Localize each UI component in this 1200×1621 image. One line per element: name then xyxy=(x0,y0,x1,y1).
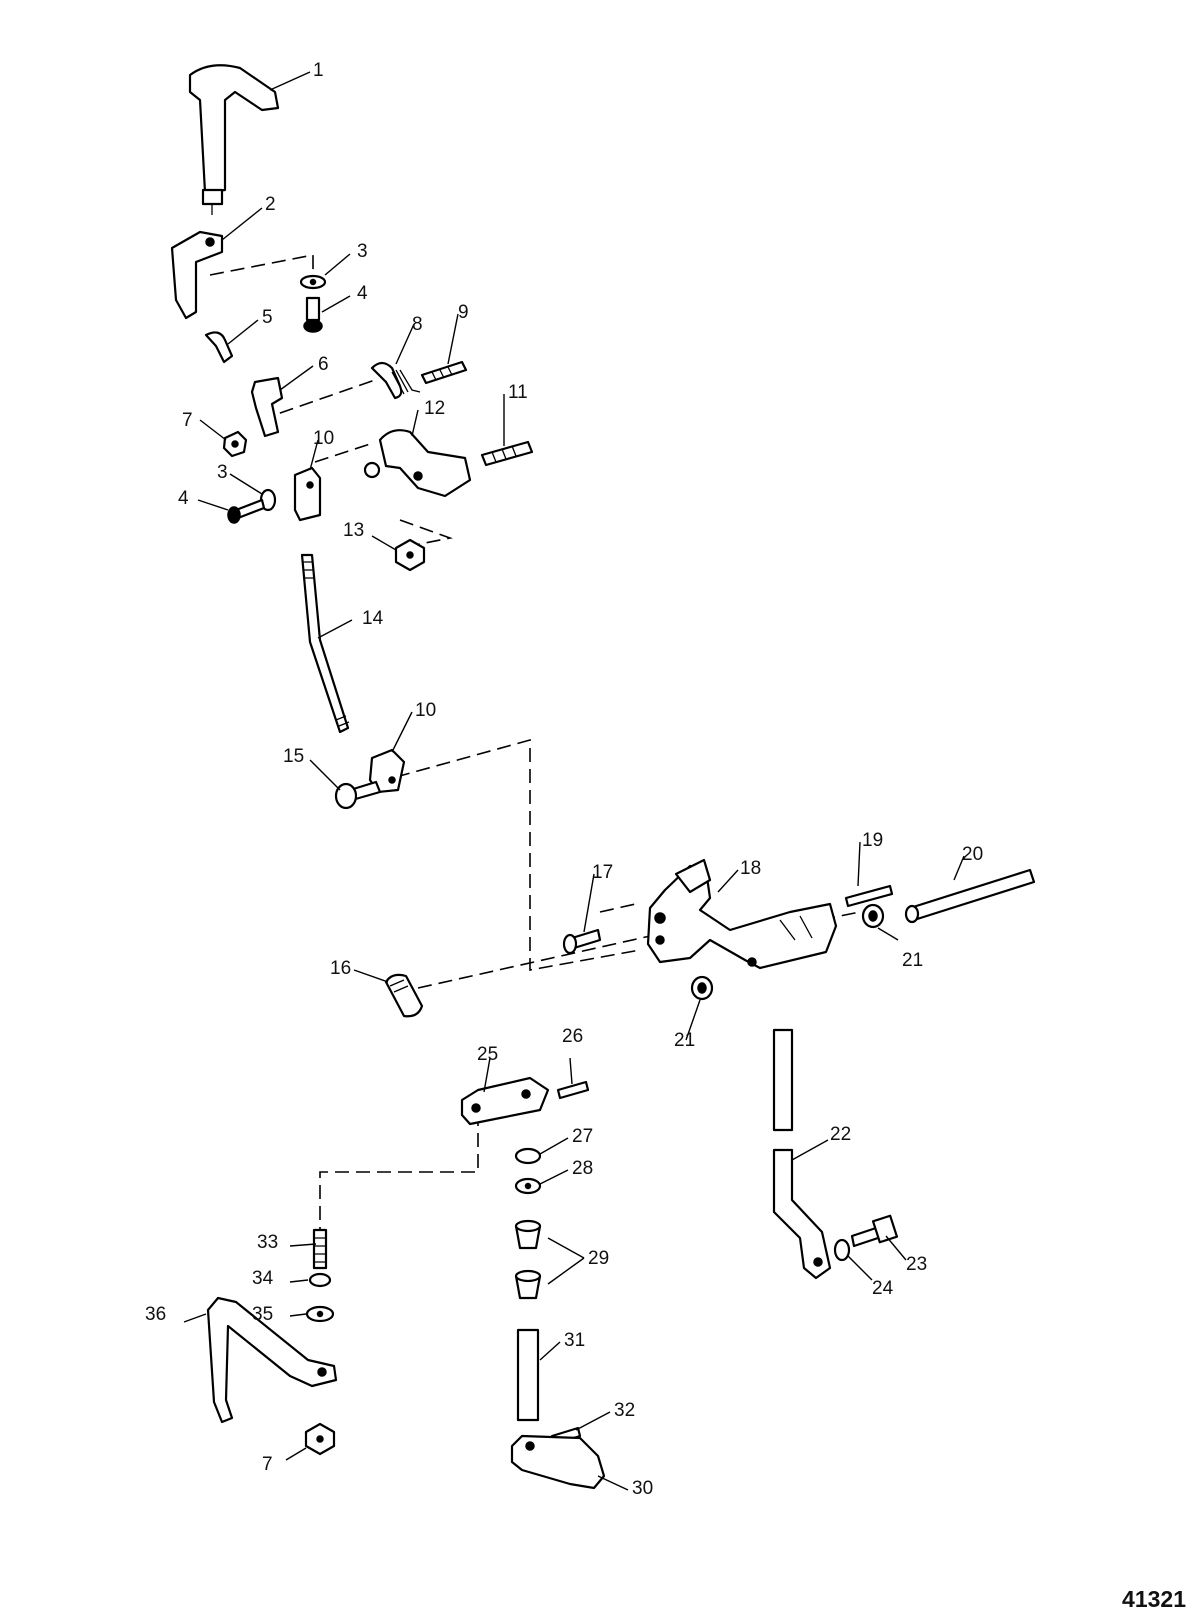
callout-29: 29 xyxy=(588,1248,609,1269)
part-31-shaft xyxy=(516,1328,540,1422)
callout-36: 36 xyxy=(145,1304,166,1325)
part-2-shift-lever xyxy=(170,230,224,320)
callout-17: 17 xyxy=(592,862,613,883)
part-24-washer xyxy=(833,1238,851,1262)
callout-28: 28 xyxy=(572,1158,593,1179)
callout-2: 2 xyxy=(265,194,276,215)
part-12-bellcrank xyxy=(363,429,472,498)
callout-10-upper: 10 xyxy=(313,428,334,449)
callout-4: 4 xyxy=(357,283,368,304)
callout-30: 30 xyxy=(632,1478,653,1499)
part-4-screw-upper xyxy=(303,296,323,333)
callout-21-lower: 21 xyxy=(674,1030,695,1051)
part-35-washer xyxy=(305,1305,335,1323)
callout-7-lower: 7 xyxy=(262,1454,273,1475)
callout-18: 18 xyxy=(740,858,761,879)
part-30-lever xyxy=(510,1434,606,1490)
callout-27: 27 xyxy=(572,1126,593,1147)
callout-4-left: 4 xyxy=(178,488,189,509)
callout-9: 9 xyxy=(458,302,469,323)
callout-15: 15 xyxy=(283,746,304,767)
part-14-shift-rod xyxy=(300,553,350,734)
callout-26: 26 xyxy=(562,1026,583,1047)
part-21-bushing-right xyxy=(861,903,885,929)
callout-3: 3 xyxy=(357,241,368,262)
callout-23: 23 xyxy=(906,1254,927,1275)
part-17-screw xyxy=(562,928,602,955)
part-22-link-rod xyxy=(772,1028,832,1280)
callout-21-right: 21 xyxy=(902,950,923,971)
callout-10-lower: 10 xyxy=(415,700,436,721)
callout-1: 1 xyxy=(313,60,324,81)
part-7-nut-upper xyxy=(222,430,248,458)
callout-31: 31 xyxy=(564,1330,585,1351)
part-18-bracket xyxy=(646,858,838,970)
part-3-washer-upper xyxy=(299,274,327,290)
part-29-bushing-upper xyxy=(514,1219,542,1250)
part-9-stud xyxy=(420,360,468,385)
part-28-washer xyxy=(514,1177,542,1195)
callout-25: 25 xyxy=(477,1044,498,1065)
callout-24: 24 xyxy=(872,1278,894,1299)
part-19-pin xyxy=(844,884,894,908)
callout-32: 32 xyxy=(614,1400,635,1421)
part-11-stud xyxy=(480,440,534,467)
part-23-screw xyxy=(850,1214,899,1248)
part-33-stud xyxy=(312,1228,328,1270)
part-25-lever xyxy=(460,1076,550,1126)
part-34-washer xyxy=(308,1272,332,1288)
part-29-bushing-lower xyxy=(514,1269,542,1300)
callout-7: 7 xyxy=(182,410,193,431)
part-1-shift-shaft xyxy=(188,64,280,215)
part-20-shaft xyxy=(904,868,1036,924)
callout-5: 5 xyxy=(262,307,273,328)
part-15-screw xyxy=(334,780,382,810)
part-27-washer xyxy=(514,1147,542,1165)
part-16-bushing xyxy=(384,973,424,1018)
part-21-bushing-lower xyxy=(690,975,714,1001)
part-26-pin xyxy=(556,1080,590,1100)
callout-leaders xyxy=(183,71,965,1491)
callout-labels: 1 2 3 4 5 6 7 8 9 10 11 12 3 4 13 14 10 … xyxy=(145,60,983,1499)
callout-11: 11 xyxy=(508,382,528,403)
part-10-rod-end-upper xyxy=(293,466,322,522)
callout-20: 20 xyxy=(962,844,983,865)
callout-19: 19 xyxy=(862,830,883,851)
part-4-screw-left xyxy=(227,498,266,524)
part-13-nut xyxy=(394,538,426,572)
callout-33: 33 xyxy=(257,1232,278,1253)
part-8-spring xyxy=(370,361,421,400)
part-10-rod-end-lower xyxy=(368,748,406,794)
callout-8: 8 xyxy=(412,314,423,335)
figure-id: 41321 xyxy=(1122,1586,1186,1612)
callout-12: 12 xyxy=(424,398,445,419)
callout-22: 22 xyxy=(830,1124,851,1145)
callout-14: 14 xyxy=(362,608,384,629)
callout-6: 6 xyxy=(318,354,329,375)
callout-16: 16 xyxy=(330,958,351,979)
part-6-link xyxy=(250,376,284,438)
callout-34: 34 xyxy=(252,1268,274,1289)
callout-35: 35 xyxy=(252,1304,273,1325)
part-7-nut-lower xyxy=(304,1422,336,1456)
callout-13: 13 xyxy=(343,520,364,541)
part-5-clip xyxy=(204,331,234,364)
callout-3-left: 3 xyxy=(217,462,228,483)
part-36-link xyxy=(206,1296,338,1424)
